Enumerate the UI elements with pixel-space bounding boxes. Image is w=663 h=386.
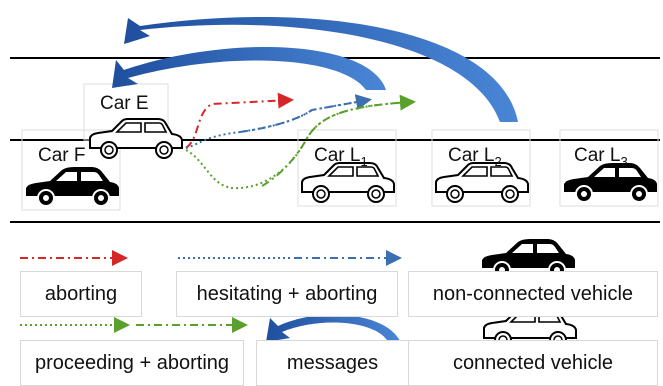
legend-hesitating: hesitating + aborting — [176, 271, 398, 317]
legend-aborting: aborting — [20, 271, 142, 317]
aborting-trajectory — [185, 92, 294, 149]
car-l3-label: Car L3 — [574, 145, 628, 169]
car-l2-icon — [435, 162, 529, 203]
legend-proceeding: proceeding + aborting — [20, 340, 244, 386]
car-f-frame — [21, 129, 121, 211]
legend-non-connected: non-connected vehicle — [408, 271, 658, 317]
message-arrow-l1-to-e — [112, 47, 386, 90]
legend-connected-text: connected vehicle — [452, 351, 614, 374]
legend-non-connected-text: non-connected vehicle — [432, 282, 634, 305]
car-f-label: Car F — [38, 145, 86, 166]
legend-connected: connected vehicle — [408, 340, 658, 386]
car-l2-subscript: 2 — [494, 153, 502, 169]
hesitating-trajectory-dashdot — [239, 99, 369, 133]
car-l3-icon — [563, 162, 658, 203]
legend-proceeding-text: proceeding + aborting — [34, 351, 230, 374]
car-l1-frame — [297, 129, 397, 207]
car-e-label: Car E — [100, 93, 149, 114]
proceeding-trajectory-dashdot — [261, 101, 413, 187]
legend-messages-text: messages — [286, 351, 379, 374]
car-l3-frame — [559, 129, 659, 207]
legend-message-arrow-icon — [266, 314, 402, 346]
legend-messages: messages — [256, 340, 408, 386]
car-l1-icon — [301, 162, 395, 203]
legend-aborting-text: aborting — [44, 282, 118, 305]
car-l1-label: Car L1 — [314, 145, 368, 169]
car-f-icon — [25, 166, 120, 207]
message-arrow-l2-to-e — [124, 17, 518, 122]
legend-hesitating-text: hesitating + aborting — [196, 282, 378, 305]
car-l2-frame — [431, 129, 531, 207]
car-l1-subscript: 1 — [360, 153, 368, 169]
car-l3-subscript: 3 — [620, 153, 628, 169]
proceeding-trajectory — [185, 94, 416, 190]
car-l2-label: Car L2 — [448, 145, 502, 169]
